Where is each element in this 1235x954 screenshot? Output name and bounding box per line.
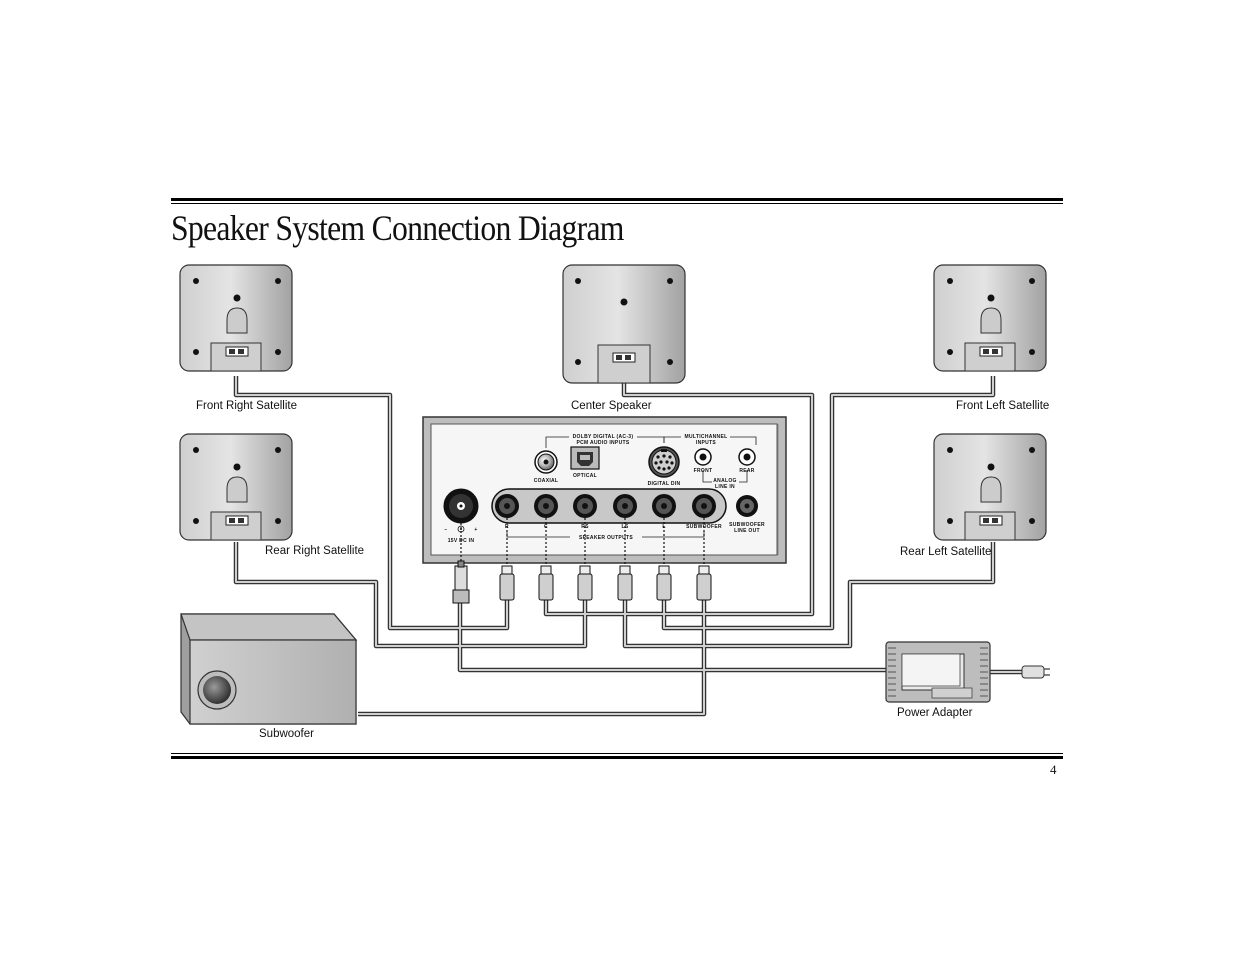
front-label: FRONT: [694, 468, 713, 474]
rear-label: REAR: [739, 468, 754, 474]
speaker-output-jacks: [495, 494, 716, 518]
center-speaker-label: Center Speaker: [571, 400, 652, 412]
front-left-satellite-label: Front Left Satellite: [956, 400, 1049, 412]
power-adapter-label: Power Adapter: [897, 707, 973, 719]
page-title: Speaker System Connection Diagram: [171, 208, 624, 248]
top-rule-thin: [171, 203, 1063, 204]
dolby-digital-label: DOLBY DIGITAL (AC-3): [573, 434, 634, 440]
multichannel-label: MULTICHANNEL: [685, 434, 728, 440]
top-rule-thick: [171, 198, 1063, 201]
rear-right-satellite-label: Rear Right Satellite: [265, 545, 364, 557]
rear-left-satellite: Rear Left Satellite: [900, 433, 1047, 558]
coaxial-label: COAXIAL: [534, 478, 559, 484]
cables: [233, 376, 1022, 717]
rear-panel: DOLBY DIGITAL (AC-3) PCM AUDIO INPUTS MU…: [422, 416, 787, 564]
power-adapter: Power Adapter: [885, 641, 1050, 719]
pcm-inputs-label: PCM AUDIO INPUTS: [577, 440, 630, 446]
rear-right-satellite: Rear Right Satellite: [179, 433, 364, 557]
rear-left-satellite-label: Rear Left Satellite: [900, 546, 991, 558]
subwoofer-line-out-label-1: SUBWOOFER: [729, 522, 765, 528]
minus-label: −: [444, 527, 447, 533]
plug-leader-lines: [460, 518, 705, 566]
optical-label: OPTICAL: [573, 473, 597, 479]
plus-label: +: [474, 527, 477, 533]
subwoofer-label: Subwoofer: [259, 728, 314, 740]
center-speaker: Center Speaker: [562, 264, 686, 412]
digital-din-label: DIGITAL DIN: [648, 481, 681, 487]
bottom-rule-thin: [171, 753, 1063, 754]
front-left-satellite: Front Left Satellite: [933, 264, 1049, 412]
inputs-label: INPUTS: [696, 440, 716, 446]
subwoofer-line-out-label-2: LINE OUT: [734, 528, 760, 534]
bottom-rule-thick: [171, 756, 1063, 759]
front-right-satellite: Front Right Satellite: [179, 264, 297, 412]
speaker-outputs-label: SPEAKER OUTPUTS: [579, 535, 633, 541]
page-number: 4: [1050, 762, 1057, 777]
front-right-satellite-label: Front Right Satellite: [196, 400, 297, 412]
subwoofer: Subwoofer: [180, 613, 358, 740]
line-in-label: LINE IN: [715, 484, 735, 490]
analog-label: ANALOG: [713, 478, 736, 484]
cable-plugs: [452, 560, 712, 604]
